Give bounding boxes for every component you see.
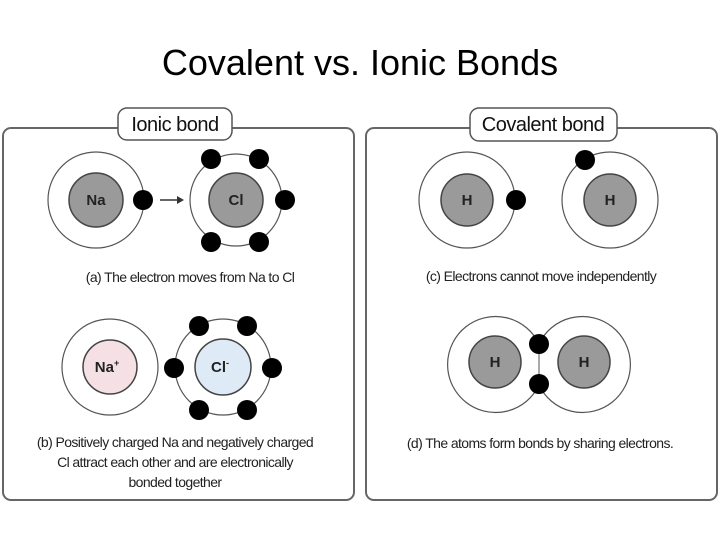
- h-symbol: H: [490, 354, 501, 371]
- electron: [201, 149, 221, 169]
- electron: [249, 149, 269, 169]
- h-atom-left: H: [418, 151, 526, 249]
- caption-a: (a) The electron moves from Na to Cl: [86, 269, 295, 285]
- covalent-panel: Covalent bond H H (c) Electrons cannot m…: [365, 107, 718, 501]
- electron: [164, 358, 184, 378]
- electron: [249, 232, 269, 252]
- electron: [237, 400, 257, 420]
- shared-electron: [529, 374, 549, 394]
- ionic-label-box: [117, 107, 233, 141]
- electron: [237, 316, 257, 336]
- covalent-label-box: [469, 107, 618, 142]
- na-symbol: Na: [86, 192, 106, 209]
- h2-molecule: H H: [447, 315, 631, 414]
- caption-b-line-2: Cl attract each other and are electronic…: [57, 454, 293, 470]
- covalent-label: Covalent bond: [482, 114, 604, 136]
- shared-electron: [529, 334, 549, 354]
- na-ion: Na+: [61, 318, 159, 416]
- arrow-icon: [160, 196, 184, 204]
- ionic-panel: Ionic bond Na Cl (a): [2, 107, 355, 501]
- electron: [133, 190, 153, 210]
- na-atom: Na: [47, 151, 153, 249]
- electron: [189, 400, 209, 420]
- electron: [201, 232, 221, 252]
- electron: [575, 150, 595, 170]
- caption-b-line-1: (b) Positively charged Na and negatively…: [37, 434, 313, 450]
- h-atom-right: H: [561, 150, 659, 249]
- caption-c: (c) Electrons cannot move independently: [426, 268, 657, 284]
- electron: [506, 190, 526, 210]
- cl-ion-symbol: Cl-: [211, 358, 229, 376]
- caption-b-line-3: bonded together: [129, 474, 223, 490]
- cl-symbol: Cl: [229, 192, 244, 209]
- h-symbol: H: [605, 192, 616, 209]
- h-symbol: H: [462, 192, 473, 209]
- na-ion-symbol: Na+: [95, 358, 119, 376]
- ionic-label: Ionic bond: [131, 114, 218, 136]
- caption-d: (d) The atoms form bonds by sharing elec…: [407, 435, 673, 451]
- cl-ion: Cl-: [164, 316, 282, 420]
- electron: [275, 190, 295, 210]
- electron: [189, 316, 209, 336]
- h-symbol: H: [579, 354, 590, 371]
- cl-atom: Cl: [189, 149, 295, 252]
- electron: [262, 358, 282, 378]
- slide-title: Covalent vs. Ionic Bonds: [161, 42, 559, 83]
